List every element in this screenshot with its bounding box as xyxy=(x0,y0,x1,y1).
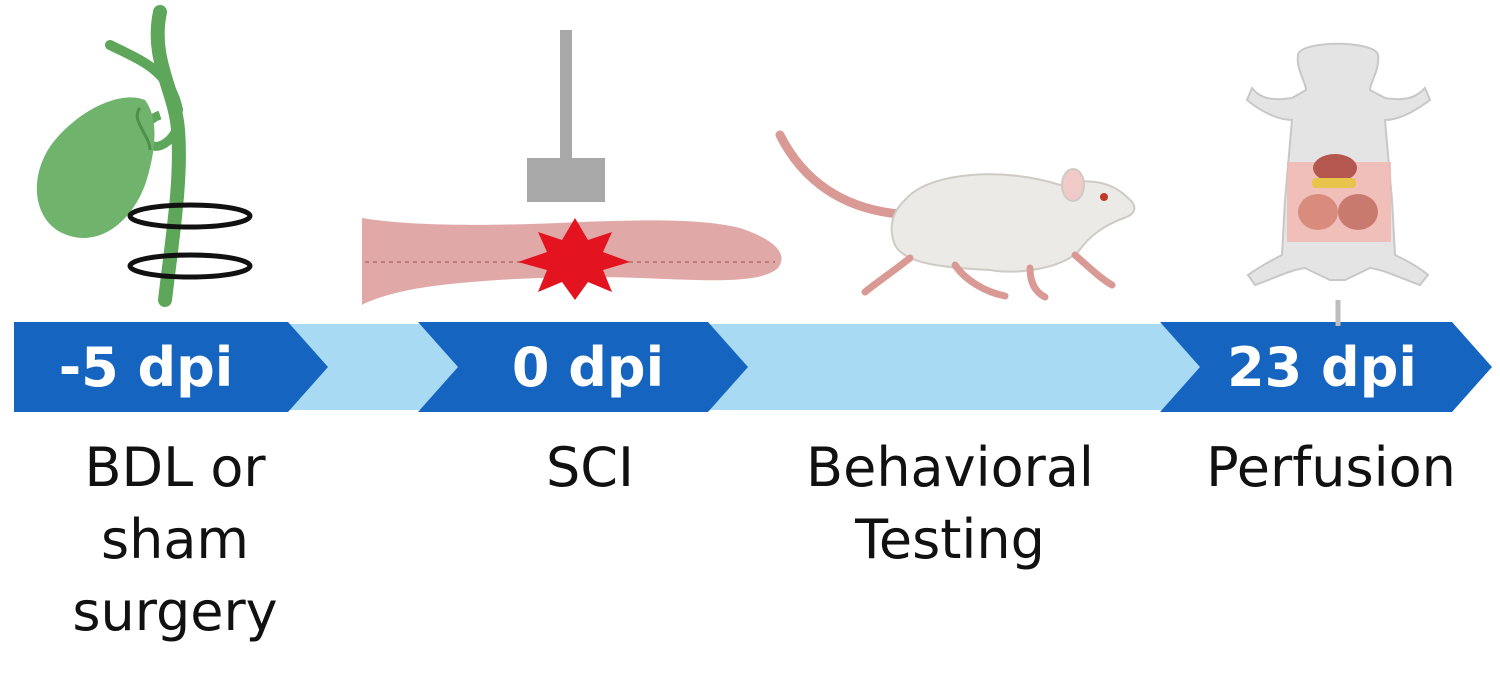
event-label-bdl: BDL or sham surgery xyxy=(20,432,330,647)
event-label-behavioral: Behavioral Testing xyxy=(760,432,1140,576)
arrow-0-dpi xyxy=(418,322,748,412)
time-label-0: 0 dpi xyxy=(512,336,664,399)
event-line: surgery xyxy=(72,579,278,643)
dissected-rat-icon xyxy=(1245,42,1432,326)
arrow-23-dpi xyxy=(1160,322,1492,412)
event-line: SCI xyxy=(546,436,634,499)
time-label-23: 23 dpi xyxy=(1227,336,1417,399)
arrow-minus5-dpi xyxy=(14,322,328,412)
event-line: sham xyxy=(100,507,250,571)
event-label-perfusion: Perfusion xyxy=(1168,432,1494,504)
event-line: Testing xyxy=(855,507,1045,571)
event-label-sci: SCI xyxy=(480,432,700,504)
spinal-cord-impact-icon xyxy=(362,30,782,305)
gallbladder-ligation-icon xyxy=(36,5,253,307)
event-line: Perfusion xyxy=(1206,436,1456,499)
time-label-minus5: -5 dpi xyxy=(59,336,234,399)
event-line: Behavioral xyxy=(806,436,1094,499)
walking-rat-icon xyxy=(775,130,1136,301)
event-line: BDL or xyxy=(84,436,266,499)
